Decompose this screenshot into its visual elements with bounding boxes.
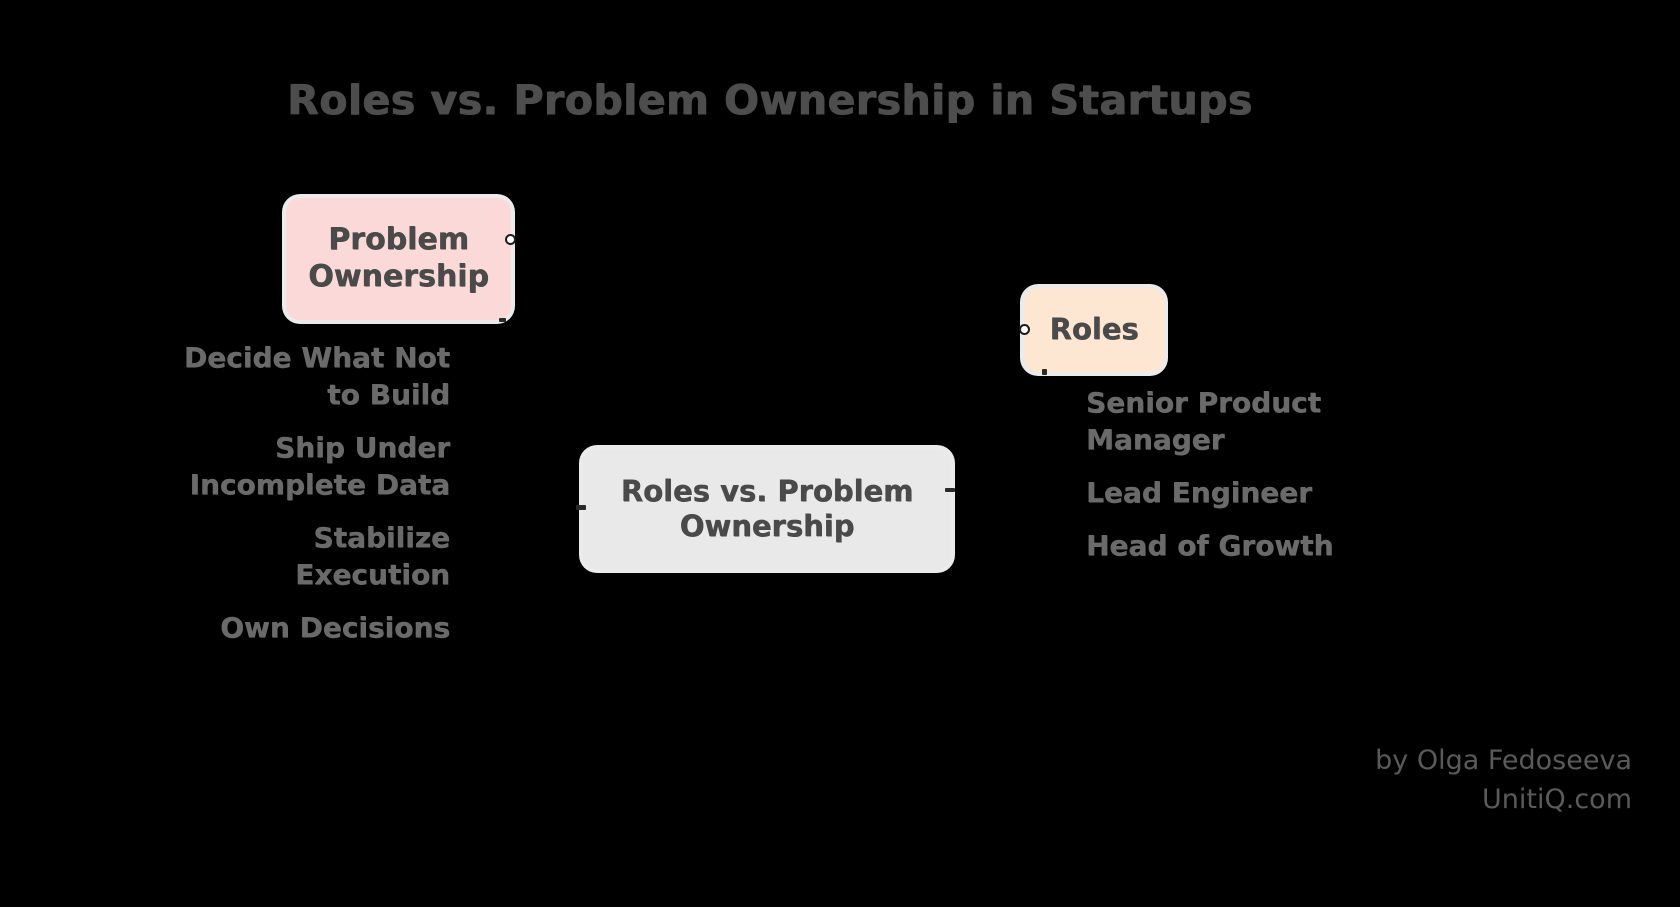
list-item[interactable]: Ship Under Incomplete Data <box>189 430 450 501</box>
edge-stub-icon-problem-ownership-bottom <box>499 318 506 322</box>
connection-handle-icon-roles-left[interactable] <box>1019 324 1030 335</box>
branch-list-problem-ownership: Decide What Not to Build Ship Under Inco… <box>150 340 450 647</box>
node-center-root-label: Roles vs. Problem Ownership <box>620 473 914 543</box>
credit-block: by Olga Fedoseeva UnitiQ.com <box>1375 742 1632 819</box>
edge-stub-icon-center-right <box>945 488 955 492</box>
list-item[interactable]: Lead Engineer <box>1086 475 1312 509</box>
credit-site[interactable]: UnitiQ.com <box>1482 783 1632 815</box>
list-item[interactable]: Senior Product Manager <box>1086 386 1322 456</box>
node-center-root[interactable]: Roles vs. Problem Ownership <box>583 449 951 569</box>
connection-handle-icon-problem-ownership-right[interactable] <box>505 234 516 245</box>
branch-list-roles: Senior Product Manager Lead Engineer Hea… <box>1086 385 1426 565</box>
list-item[interactable]: Stabilize Execution <box>295 520 450 591</box>
node-problem-ownership-label: Problem Ownership <box>308 222 489 294</box>
list-item[interactable]: Decide What Not to Build <box>183 341 450 411</box>
edge-stub-icon-roles-bottom <box>1042 369 1047 375</box>
list-item[interactable]: Head of Growth <box>1086 528 1334 562</box>
node-roles-label: Roles <box>1049 312 1139 347</box>
list-item[interactable]: Own Decisions <box>220 610 450 644</box>
node-problem-ownership[interactable]: Problem Ownership <box>286 198 511 320</box>
node-roles[interactable]: Roles <box>1024 288 1164 372</box>
credit-author: by Olga Fedoseeva <box>1375 745 1632 777</box>
page-title: Roles vs. Problem Ownership in Startups <box>287 76 1253 124</box>
edge-stub-icon-center-left <box>576 505 586 510</box>
